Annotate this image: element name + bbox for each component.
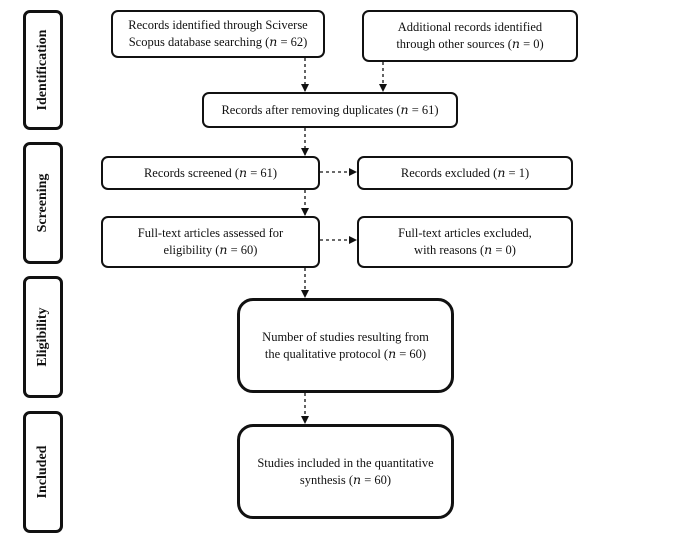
- phase-identification: Identification: [23, 10, 63, 130]
- box-records-screened-line1: Records screened (𝑛 = 61): [143, 165, 278, 180]
- box-qualitative-protocol-line1: Number of studies resulting from: [262, 329, 429, 344]
- box-after-duplicates: Records after removing duplicates (𝑛 = 6…: [202, 92, 458, 128]
- box-after-duplicates-line1: Records after removing duplicates (𝑛 = 6…: [221, 102, 439, 117]
- box-fulltext-assessed: Full-text articles assessed for eligibil…: [101, 216, 320, 268]
- box-fulltext-assessed-line1: Full-text articles assessed for: [137, 226, 284, 241]
- box-records-screened: Records screened (𝑛 = 61): [101, 156, 320, 190]
- box-fulltext-assessed-line2: eligibility (𝑛 = 60): [163, 243, 258, 257]
- box-quantitative-synthesis-line2: synthesis (𝑛 = 60): [299, 472, 392, 487]
- box-additional-records-line2: through other sources (𝑛 = 0): [396, 37, 544, 51]
- box-fulltext-excluded: Full-text articles excluded, with reason…: [357, 216, 573, 268]
- box-records-identified: Records identified through Sciverse Scop…: [111, 10, 325, 58]
- phase-eligibility: Eligibility: [23, 276, 63, 398]
- box-qualitative-protocol: Number of studies resulting from the qua…: [237, 298, 454, 393]
- box-fulltext-excluded-line2: with reasons (𝑛 = 0): [414, 243, 516, 257]
- box-additional-records: Additional records identified through ot…: [362, 10, 578, 62]
- box-qualitative-protocol-line2: the qualitative protocol (𝑛 = 60): [264, 346, 427, 361]
- phase-included: Included: [23, 411, 63, 533]
- box-records-identified-line1: Records identified through Sciverse: [128, 18, 308, 33]
- box-quantitative-synthesis: Studies included in the quantitative syn…: [237, 424, 454, 519]
- box-records-excluded: Records excluded (𝑛 = 1): [357, 156, 573, 190]
- box-quantitative-synthesis-line1: Studies included in the quantitative: [257, 455, 434, 470]
- box-records-identified-line2: Scopus database searching (𝑛 = 62): [128, 35, 308, 49]
- box-records-excluded-line1: Records excluded (𝑛 = 1): [400, 165, 530, 180]
- phase-screening: Screening: [23, 142, 63, 264]
- box-additional-records-line1: Additional records identified: [397, 20, 543, 35]
- box-fulltext-excluded-line1: Full-text articles excluded,: [398, 226, 532, 241]
